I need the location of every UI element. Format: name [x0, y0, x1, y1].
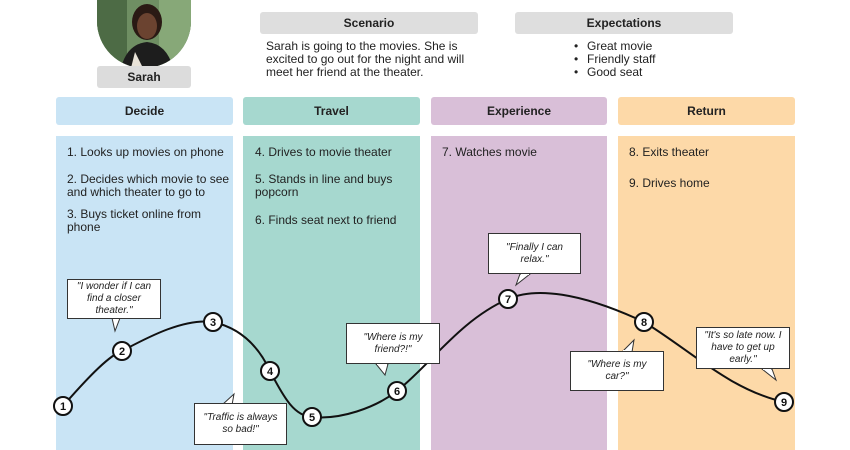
- svg-text:4: 4: [267, 366, 274, 378]
- point-3: 3: [203, 312, 223, 332]
- journey-curve: [62, 291, 785, 419]
- svg-text:5: 5: [309, 412, 315, 424]
- quote-bubble-4: "Finally I can relax.": [488, 233, 581, 274]
- expectation-item: Good seat: [574, 66, 655, 79]
- step-6: 6. Finds seat next to friend: [255, 213, 397, 227]
- phase-header-travel: Travel: [243, 97, 420, 125]
- quote-bubble-5: "Where is my car?": [570, 351, 664, 391]
- quote-bubble-6: "It's so late now. I have to get up earl…: [696, 327, 790, 369]
- point-4: 4: [260, 361, 280, 381]
- phase-column-experience: 7. Watches movie: [431, 136, 607, 450]
- expectation-item: Great movie: [574, 40, 655, 53]
- point-6: 6: [387, 381, 407, 401]
- point-7: 7: [498, 289, 518, 309]
- persona-name: Sarah: [97, 66, 191, 88]
- step-1: 1. Looks up movies on phone: [67, 145, 224, 159]
- quote-bubble-1: "I wonder if I can find a closer theater…: [67, 279, 161, 319]
- svg-text:1: 1: [60, 401, 66, 413]
- step-9: 9. Drives home: [629, 176, 710, 190]
- person-photo-icon: [97, 0, 191, 68]
- scenario-header: Scenario: [260, 12, 478, 34]
- svg-text:7: 7: [505, 294, 511, 306]
- point-8: 8: [634, 312, 654, 332]
- svg-text:6: 6: [394, 386, 400, 398]
- step-3: 3. Buys ticket online from phone: [67, 207, 202, 234]
- phase-header-decide: Decide: [56, 97, 233, 125]
- expectations-header: Expectations: [515, 12, 733, 34]
- phase-column-return: 8. Exits theater 9. Drives home: [618, 136, 795, 450]
- svg-text:9: 9: [781, 397, 787, 409]
- point-2: 2: [112, 341, 132, 361]
- phase-header-return: Return: [618, 97, 795, 125]
- scenario-text: Sarah is going to the movies. She is exc…: [266, 39, 465, 79]
- step-7: 7. Watches movie: [442, 145, 537, 159]
- quote-bubble-3: "Where is my friend?!": [346, 323, 440, 364]
- phase-header-experience: Experience: [431, 97, 607, 125]
- persona-avatar: [97, 0, 191, 68]
- svg-text:8: 8: [641, 317, 647, 329]
- quote-bubble-2: "Traffic is always so bad!": [194, 403, 287, 445]
- step-2: 2. Decides which movie to see and which …: [67, 172, 230, 199]
- svg-text:3: 3: [210, 317, 216, 329]
- step-4: 4. Drives to movie theater: [255, 145, 392, 159]
- step-8: 8. Exits theater: [629, 145, 710, 159]
- expectations-list: Great movie Friendly staff Good seat: [574, 40, 655, 79]
- point-9: 9: [774, 392, 794, 412]
- expectation-item: Friendly staff: [574, 53, 655, 66]
- point-1: 1: [53, 396, 73, 416]
- svg-text:2: 2: [119, 346, 125, 358]
- step-5: 5. Stands in line and buys popcorn: [255, 172, 393, 199]
- point-5: 5: [302, 407, 322, 427]
